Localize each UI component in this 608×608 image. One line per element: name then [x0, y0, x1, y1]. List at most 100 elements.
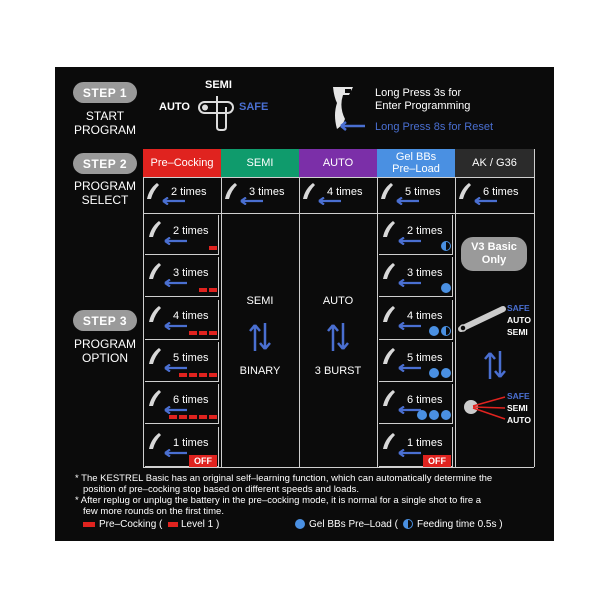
- feed-dot-icon: [417, 410, 427, 421]
- arrow-left-icon: [398, 406, 421, 415]
- arrow-left-icon: [398, 279, 421, 288]
- arrow-left-icon: [164, 237, 187, 245]
- arrow-left-icon: [164, 321, 187, 330]
- select-cell: 3 times: [221, 177, 299, 213]
- arrow-left-icon: [240, 197, 263, 205]
- option-row: 6 times: [145, 384, 219, 425]
- option-times: 3 times: [407, 267, 443, 280]
- hand-icon: [383, 221, 395, 237]
- level-bar: [189, 372, 197, 377]
- long-press-3s-line1: Long Press 3s for: [375, 87, 462, 99]
- half-dot-icon: [441, 241, 451, 251]
- step1-pill: STEP 1: [73, 82, 137, 103]
- v3-basic-only-badge: V3 Basic Only: [461, 237, 527, 271]
- header-pre-cocking: Pre–Cocking: [143, 149, 221, 177]
- g36-selector-icon: [464, 396, 506, 420]
- step3-label-line2: OPTION: [81, 351, 128, 365]
- level-bar: [199, 415, 207, 420]
- step3-label: PROGRAM OPTION: [61, 337, 149, 365]
- select-times: 6 times: [483, 186, 519, 198]
- option-row: 6 times: [379, 384, 453, 425]
- long-press-3s-text: Long Press 3s for Enter Programming: [375, 87, 470, 113]
- feed-dot-icon: [441, 410, 451, 421]
- off-badge: OFF: [189, 454, 217, 467]
- note-self-learning: * The KESTREL Basic has an original self…: [75, 473, 545, 517]
- level-bar: [179, 372, 187, 377]
- option-row: 5 times: [379, 341, 453, 382]
- divider: [221, 177, 222, 467]
- step2-label-line1: PROGRAM: [73, 179, 136, 193]
- hand-icon: [149, 305, 161, 322]
- level-bar: [199, 330, 207, 335]
- kestrel-programming-panel: STEP 1 START PROGRAM SEMI AUTO SAFE Long…: [55, 67, 554, 541]
- arrow-left-icon: [396, 197, 419, 205]
- arrow-left-icon: [398, 237, 421, 245]
- auto-option-bottom: 3 BURST: [314, 365, 362, 377]
- level-bar: [209, 330, 217, 335]
- level-bar: [209, 246, 217, 250]
- hand-icon: [303, 183, 315, 199]
- step1-label-line1: START: [85, 109, 125, 123]
- swap-arrows-icon: [327, 323, 349, 351]
- option-times: 2 times: [173, 225, 209, 237]
- arrow-left-icon: [164, 279, 187, 288]
- semi-option-bottom: BINARY: [239, 365, 281, 377]
- long-press-3s-line2: Enter Programming: [375, 100, 471, 112]
- option-times: 6 times: [407, 394, 443, 407]
- option-times: 4 times: [173, 309, 209, 322]
- legend-blue-dot-icon: [295, 519, 305, 529]
- hand-icon: [147, 183, 159, 199]
- level-bar: [209, 372, 217, 377]
- arrow-left-icon: [164, 363, 187, 372]
- legend-feed: Feeding time 0.5s ): [417, 519, 503, 530]
- select-times: 3 times: [249, 186, 285, 198]
- v3-line2: Only: [481, 254, 507, 266]
- hand-icon: [149, 390, 161, 407]
- arrow-left-icon: [164, 406, 187, 415]
- option-times: 3 times: [173, 267, 209, 280]
- select-cell: 2 times: [143, 177, 221, 213]
- off-badge: OFF: [423, 454, 451, 467]
- hand-icon: [383, 305, 395, 322]
- step1-label: START PROGRAM: [61, 109, 149, 137]
- hand-icon: [381, 183, 393, 199]
- divider: [299, 177, 300, 467]
- semi-option-top: SEMI: [246, 295, 274, 307]
- hand-icon: [149, 263, 161, 280]
- divider: [143, 213, 534, 214]
- g36-auto-label: AUTO: [507, 415, 531, 425]
- option-times: 1 times: [407, 436, 443, 449]
- divider: [455, 177, 456, 467]
- header-semi: SEMI: [221, 149, 299, 177]
- arrow-left-icon: [164, 448, 187, 457]
- option-row: 5 times: [145, 341, 219, 382]
- arrow-left-icon: [398, 321, 421, 330]
- level-bar: [189, 415, 197, 420]
- select-cell: 5 times: [377, 177, 455, 213]
- v3-line1: V3 Basic: [471, 241, 517, 253]
- legend-level: Level 1 ): [181, 519, 220, 530]
- selector-safe-label: SAFE: [239, 101, 269, 113]
- hand-icon: [149, 347, 161, 364]
- arrow-left-icon: [398, 448, 421, 457]
- divider: [143, 467, 534, 468]
- selector-auto-label: AUTO: [159, 101, 190, 113]
- half-dot-icon: [441, 325, 451, 336]
- note-line2: position of pre–cocking stop based on di…: [83, 484, 360, 495]
- select-times: 5 times: [405, 186, 441, 198]
- header-ak-g36: AK / G36: [455, 149, 534, 177]
- hand-icon: [225, 183, 237, 199]
- feed-dot-icon: [429, 325, 439, 336]
- header-gel-bbs: Gel BBs Pre–Load: [377, 149, 455, 177]
- step2-label: PROGRAM SELECT: [61, 179, 149, 207]
- step1-label-line2: PROGRAM: [73, 123, 136, 137]
- feed-dot-icon: [429, 367, 439, 378]
- ak-semi-label-1: SEMI: [507, 327, 528, 337]
- divider: [534, 149, 535, 467]
- header-gel-line1: Gel BBs: [395, 151, 437, 163]
- divider: [377, 177, 378, 467]
- level-bar: [209, 415, 217, 420]
- option-times: 6 times: [173, 394, 209, 407]
- g36-semi-label: SEMI: [507, 403, 528, 413]
